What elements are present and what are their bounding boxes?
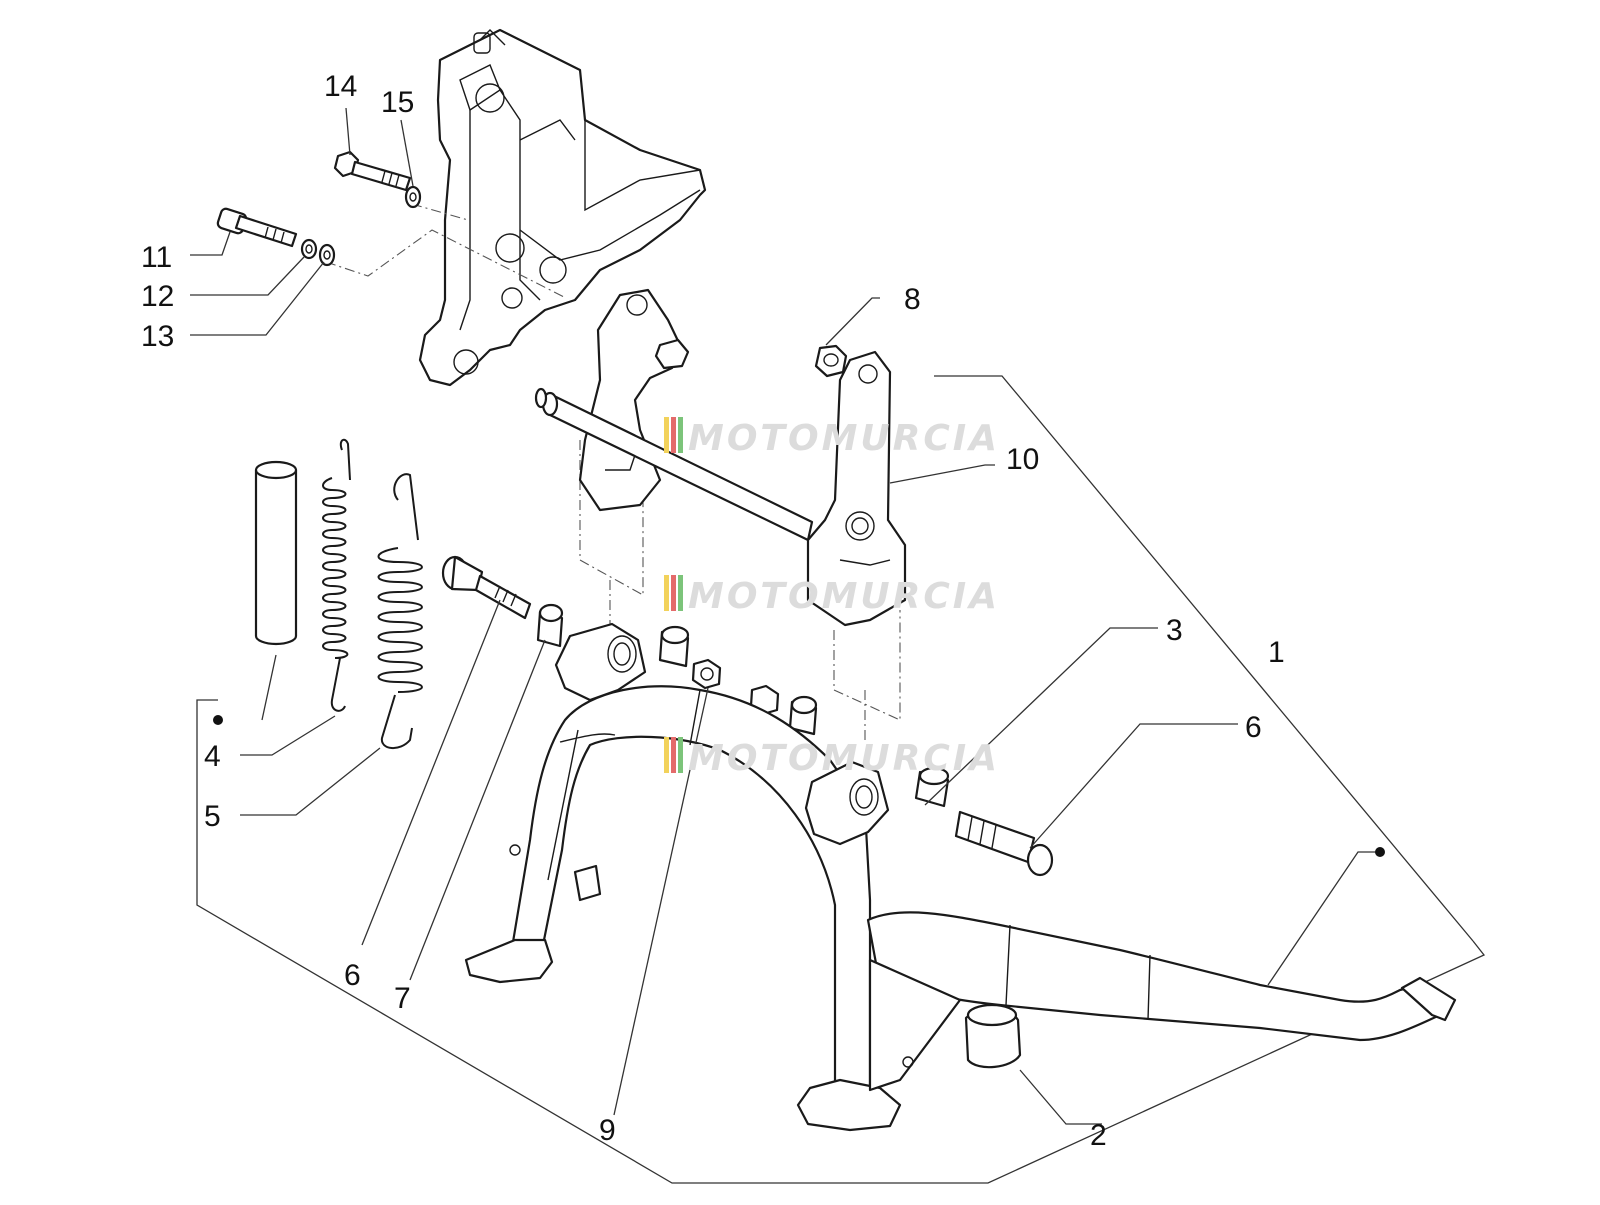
hex-nut-8 (814, 344, 848, 378)
svg-text:MOTOMURCIA: MOTOMURCIA (688, 418, 1000, 459)
bolt-6-right (954, 810, 1054, 877)
nut-9 (691, 658, 722, 690)
rubber-stop-2 (964, 1003, 1022, 1069)
label-part-13: 13 (141, 320, 174, 353)
label-part-10: 10 (1006, 443, 1039, 476)
svg-text:MOTOMURCIA: MOTOMURCIA (688, 576, 1000, 617)
bolt-6-left (441, 555, 532, 620)
label-part-14: 14 (324, 70, 357, 103)
main-stand (464, 622, 1457, 1132)
side-bracket-left (578, 288, 690, 512)
watermark-2: MOTOMURCIA (664, 575, 1000, 617)
label-part-3: 3 (1166, 614, 1183, 647)
kit-outline-left (196, 699, 1486, 1184)
axis-line-bolt-11 (325, 229, 567, 299)
label-part-2: 2 (1090, 1119, 1107, 1152)
rubber-sleeve-4 (254, 460, 298, 646)
spacer-7 (536, 603, 564, 648)
kit-dot-left (213, 715, 223, 725)
label-part-7: 7 (394, 982, 411, 1015)
kit-outline-right (934, 375, 1474, 942)
svg-text:MOTOMURCIA: MOTOMURCIA (688, 738, 1000, 779)
washer-15 (404, 185, 422, 209)
spacer-center (658, 625, 690, 668)
label-part-1: 1 (1268, 636, 1285, 669)
spacer-right-upper (788, 695, 818, 736)
axis-line-left-pivot (579, 440, 644, 596)
bolt-14 (333, 150, 412, 192)
axis-line-right-pivot (833, 610, 901, 721)
watermark-1: MOTOMURCIA (664, 417, 1000, 459)
label-part-6-right: 6 (1245, 711, 1262, 744)
spacer-3 (914, 766, 950, 808)
pivot-plate-right (806, 350, 907, 627)
washer-12 (300, 238, 318, 260)
label-part-12: 12 (141, 280, 174, 313)
spring-small (322, 438, 351, 712)
label-part-11: 11 (141, 241, 172, 274)
pivot-shaft (534, 387, 814, 542)
spring-large (377, 473, 423, 749)
leader-lines (190, 107, 1380, 1125)
label-part-5: 5 (204, 800, 221, 833)
washer-13 (318, 243, 336, 267)
label-part-9: 9 (599, 1114, 616, 1147)
label-part-15: 15 (381, 86, 414, 119)
label-part-6-left: 6 (344, 959, 361, 992)
bolt-11 (216, 207, 298, 248)
kit-dot-right (1375, 847, 1385, 857)
axis-line-bolt-14 (411, 203, 469, 221)
watermark-3: MOTOMURCIA (664, 737, 1000, 779)
frame-bracket (418, 28, 707, 387)
label-part-8: 8 (904, 283, 921, 316)
label-part-4: 4 (204, 740, 221, 773)
